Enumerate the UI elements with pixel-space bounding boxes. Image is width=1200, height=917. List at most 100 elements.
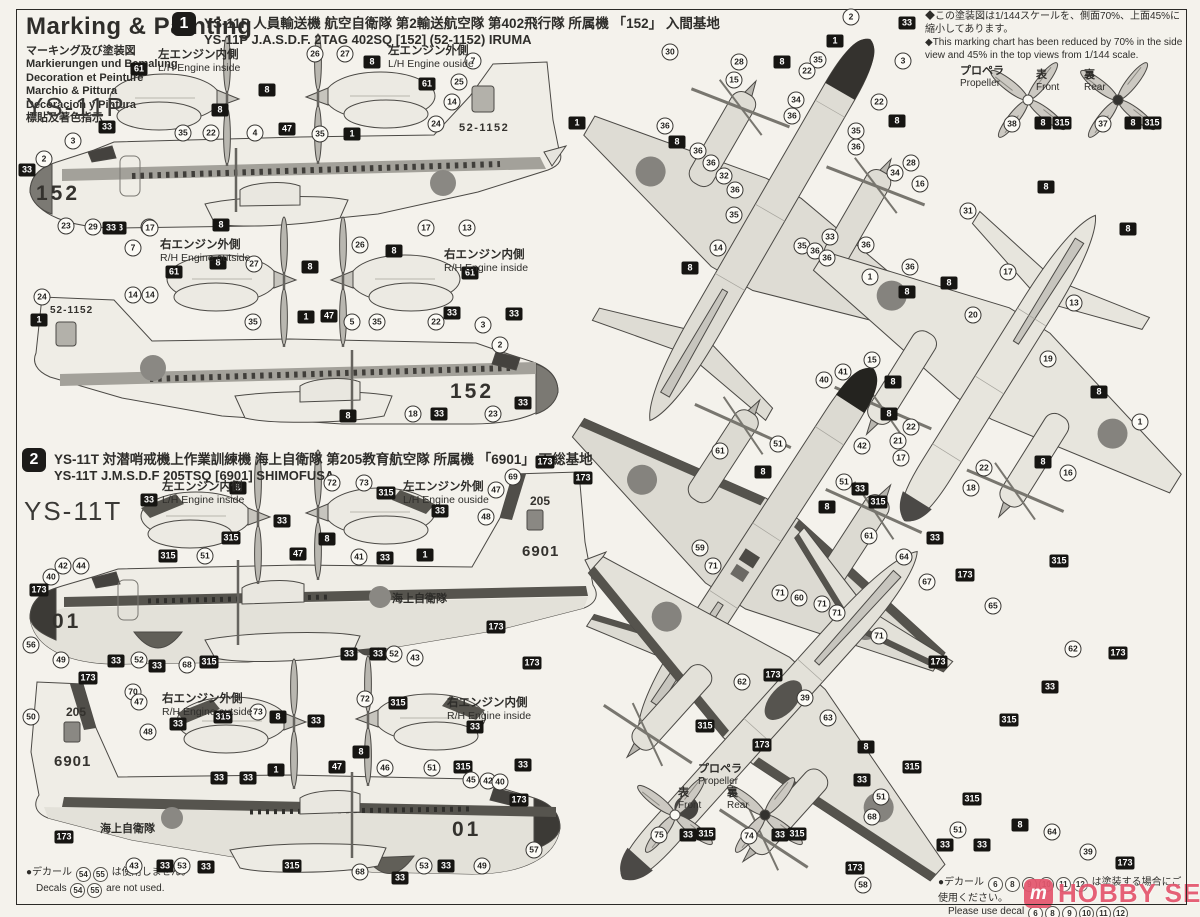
hinomaru-roundel [140,355,166,381]
callout-69: 69 [504,468,522,486]
side-view-ys11p-left: 152 52-1152 [29,61,568,229]
callout-16: 16 [1059,464,1077,482]
hobby-search-logo-icon: m [1024,879,1053,908]
variant-label-ys11p: YS-11P [26,92,126,122]
callout-33: 33 [505,307,523,321]
callout-23: 23 [484,405,502,423]
callout-13: 13 [1065,294,1083,312]
callout-33: 33 [821,228,839,246]
callout-33: 33 [148,659,166,673]
title-zh: 標貼及著色指示 [26,112,103,124]
callout-2: 2 [35,150,53,168]
callout-1: 1 [297,310,315,324]
callout-43: 43 [125,857,143,875]
callout-33: 33 [273,514,291,528]
decal-chip-8: 8 [1044,906,1060,917]
hinomaru-roundel [369,586,391,608]
callout-33: 33 [771,828,789,842]
callout-173: 173 [845,861,865,875]
callout-3: 3 [64,132,82,150]
callout-72: 72 [356,690,374,708]
window-row [149,365,511,382]
fin-squadron: 205 [66,705,86,719]
callout-47: 47 [320,309,338,323]
callout-52: 52 [130,651,148,669]
tail-serial: 52-1152 [50,305,93,316]
callout-315: 315 [1142,116,1162,130]
hinomaru-roundel [1097,418,1128,449]
callout-33: 33 [851,482,869,496]
cockpit-windows [491,351,521,371]
cockpit-windows [87,145,117,163]
callout-61: 61 [418,77,436,91]
callout-62: 62 [733,673,751,691]
callout-44: 44 [72,557,90,575]
callout-33: 33 [1041,680,1059,694]
callout-37: 37 [1094,115,1112,133]
callout-47: 47 [328,760,346,774]
callout-40: 40 [42,568,60,586]
nose-radome [29,163,53,215]
callout-39: 39 [1079,843,1097,861]
callout-33: 33 [169,717,187,731]
callout-2: 2 [491,336,509,354]
callout-173: 173 [752,738,772,752]
scale-note: ◆この塗装図は1/144スケールを、側面70%、上面45%に縮小してあります。 … [925,10,1187,62]
window-row [131,161,501,179]
nose-number: 152 [36,182,80,205]
callout-7: 7 [124,239,142,257]
title-it: Marchio & Pittura [26,85,118,97]
callout-33: 33 [679,828,697,842]
callout-42: 42 [54,557,72,575]
callout-14: 14 [709,239,727,257]
callout-17: 17 [417,219,435,237]
callout-315: 315 [999,713,1019,727]
callout-73: 73 [249,703,267,721]
callout-24: 24 [33,288,51,306]
callout-51: 51 [769,435,787,453]
callout-173: 173 [29,583,49,597]
callout-61: 61 [711,442,729,460]
callout-22: 22 [798,62,816,80]
callout-52: 52 [385,645,403,663]
callout-68: 68 [351,863,369,881]
callout-33: 33 [514,758,532,772]
decal-chip-54: 54 [75,867,91,882]
callout-15: 15 [863,351,881,369]
callout-8: 8 [773,55,791,69]
callout-34: 34 [787,91,805,109]
callout-67: 67 [918,573,936,591]
nacelle-view [329,216,461,347]
nacelle-view [304,449,436,580]
callout-1: 1 [826,34,844,48]
callout-49: 49 [473,857,491,875]
callout-8: 8 [754,465,772,479]
scale-note-jp: ◆この塗装図は1/144スケールを、側面70%、上面45%に縮小してあります。 [925,11,1181,35]
decal-chip-11: 11 [1055,877,1071,892]
callout-47: 47 [278,122,296,136]
callout-8: 8 [880,407,898,421]
callout-315: 315 [388,696,408,710]
callout-173: 173 [54,830,74,844]
callout-315: 315 [376,486,396,500]
callout-53: 53 [173,857,191,875]
callout-36: 36 [656,117,674,135]
callout-26: 26 [351,236,369,254]
callout-35: 35 [311,125,329,143]
nose-radome [29,587,57,641]
callout-49: 49 [52,651,70,669]
callout-8: 8 [363,55,381,69]
callout-53: 53 [415,857,433,875]
callout-61: 61 [860,527,878,545]
decal-chip-12: 12 [1112,906,1128,917]
callout-173: 173 [509,793,529,807]
callout-1: 1 [568,116,586,130]
nose-number: 152 [450,380,494,403]
callout-20: 20 [964,306,982,324]
callout-48: 48 [139,723,157,741]
callout-8: 8 [888,114,906,128]
side-view-ys11t-left: 01 海上自衛隊 205 6901 [29,471,608,665]
section-1-title-en: YS-11P J.A.S.D.F. 2TAG 402SQ [152] (52-1… [204,32,532,47]
